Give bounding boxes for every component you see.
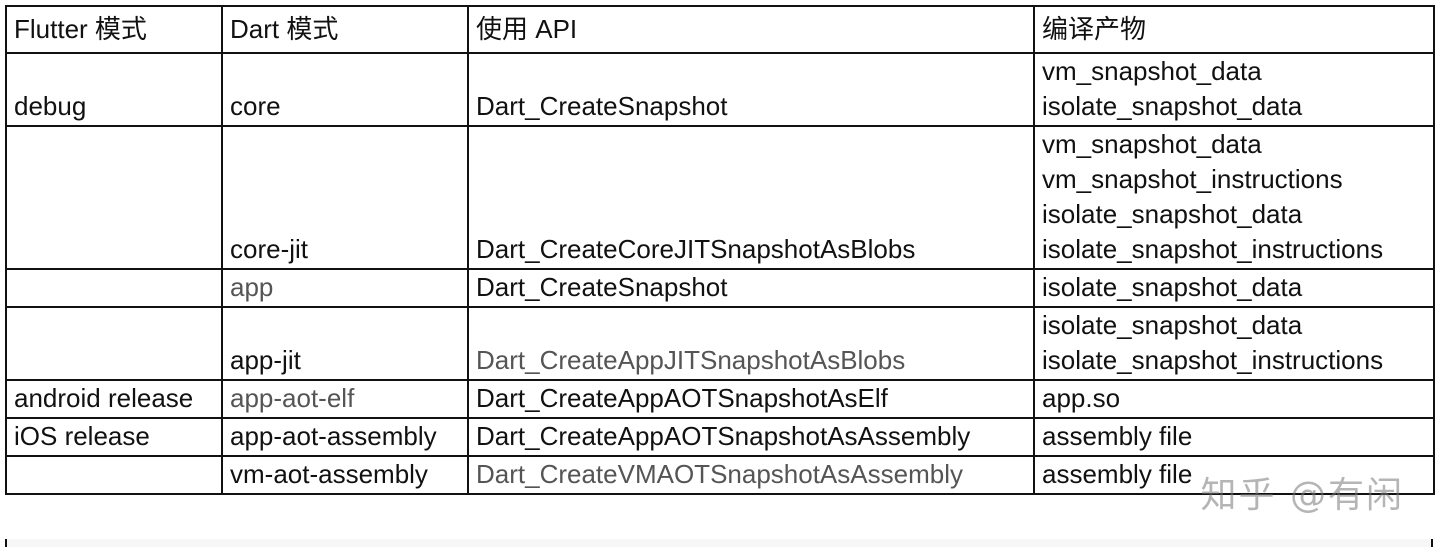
table-row: debug core Dart_CreateSnapshot vm_snapsh… (5, 52, 1435, 127)
output-line: vm_snapshot_data (1042, 56, 1262, 86)
cell-flutter-mode (5, 306, 223, 381)
cell-flutter-mode: iOS release (5, 417, 223, 457)
output-line: assembly file (1042, 459, 1193, 489)
header-dart-mode: Dart 模式 (221, 5, 469, 54)
output-line: isolate_snapshot_instructions (1042, 345, 1384, 375)
cell-outputs: vm_snapshot_data vm_snapshot_instruction… (1033, 125, 1435, 270)
table-row: android release app-aot-elf Dart_CreateA… (5, 379, 1435, 419)
header-flutter-mode: Flutter 模式 (5, 5, 223, 54)
cell-outputs: assembly file (1033, 455, 1435, 495)
cell-flutter-mode (5, 268, 223, 308)
header-api: 使用 API (467, 5, 1035, 54)
table-row: vm-aot-assembly Dart_CreateVMAOTSnapshot… (5, 455, 1435, 495)
cell-api: Dart_CreateCoreJITSnapshotAsBlobs (467, 125, 1035, 270)
cell-api: Dart_CreateAppJITSnapshotAsBlobs (467, 306, 1035, 381)
cell-dart-mode: vm-aot-assembly (221, 455, 469, 495)
table-row: app Dart_CreateSnapshot isolate_snapshot… (5, 268, 1435, 308)
cell-outputs: app.so (1033, 379, 1435, 419)
cell-api: Dart_CreateSnapshot (467, 268, 1035, 308)
snapshot-table: Flutter 模式 Dart 模式 使用 API 编译产物 debug cor… (5, 5, 1435, 495)
output-line: vm_snapshot_instructions (1042, 164, 1343, 194)
output-line: isolate_snapshot_data (1042, 310, 1303, 340)
cell-api: Dart_CreateAppAOTSnapshotAsElf (467, 379, 1035, 419)
table-row: iOS release app-aot-assembly Dart_Create… (5, 417, 1435, 457)
output-line: isolate_snapshot_data (1042, 199, 1303, 229)
cell-dart-mode: app-aot-elf (221, 379, 469, 419)
cell-outputs: isolate_snapshot_data (1033, 268, 1435, 308)
cell-dart-mode: core-jit (221, 125, 469, 270)
output-line: isolate_snapshot_data (1042, 91, 1303, 121)
cell-dart-mode: app (221, 268, 469, 308)
cell-dart-mode: app-jit (221, 306, 469, 381)
cell-flutter-mode (5, 125, 223, 270)
cell-api: Dart_CreateAppAOTSnapshotAsAssembly (467, 417, 1035, 457)
cell-outputs: assembly file (1033, 417, 1435, 457)
cell-api: Dart_CreateVMAOTSnapshotAsAssembly (467, 455, 1035, 495)
cell-flutter-mode (5, 455, 223, 495)
header-row: Flutter 模式 Dart 模式 使用 API 编译产物 (5, 5, 1435, 54)
cell-flutter-mode: debug (5, 52, 223, 127)
cell-dart-mode: app-aot-assembly (221, 417, 469, 457)
output-line: assembly file (1042, 421, 1193, 451)
output-line: isolate_snapshot_instructions (1042, 234, 1384, 264)
output-line: app.so (1042, 383, 1121, 413)
cell-dart-mode: core (221, 52, 469, 127)
cell-outputs: vm_snapshot_data isolate_snapshot_data (1033, 52, 1435, 127)
cut-off-row (5, 539, 1433, 547)
cell-flutter-mode: android release (5, 379, 223, 419)
cell-outputs: isolate_snapshot_data isolate_snapshot_i… (1033, 306, 1435, 381)
output-line: vm_snapshot_data (1042, 129, 1262, 159)
cell-api: Dart_CreateSnapshot (467, 52, 1035, 127)
output-line: isolate_snapshot_data (1042, 272, 1303, 302)
table-row: core-jit Dart_CreateCoreJITSnapshotAsBlo… (5, 125, 1435, 270)
table-row: app-jit Dart_CreateAppJITSnapshotAsBlobs… (5, 306, 1435, 381)
header-outputs: 编译产物 (1033, 5, 1435, 54)
